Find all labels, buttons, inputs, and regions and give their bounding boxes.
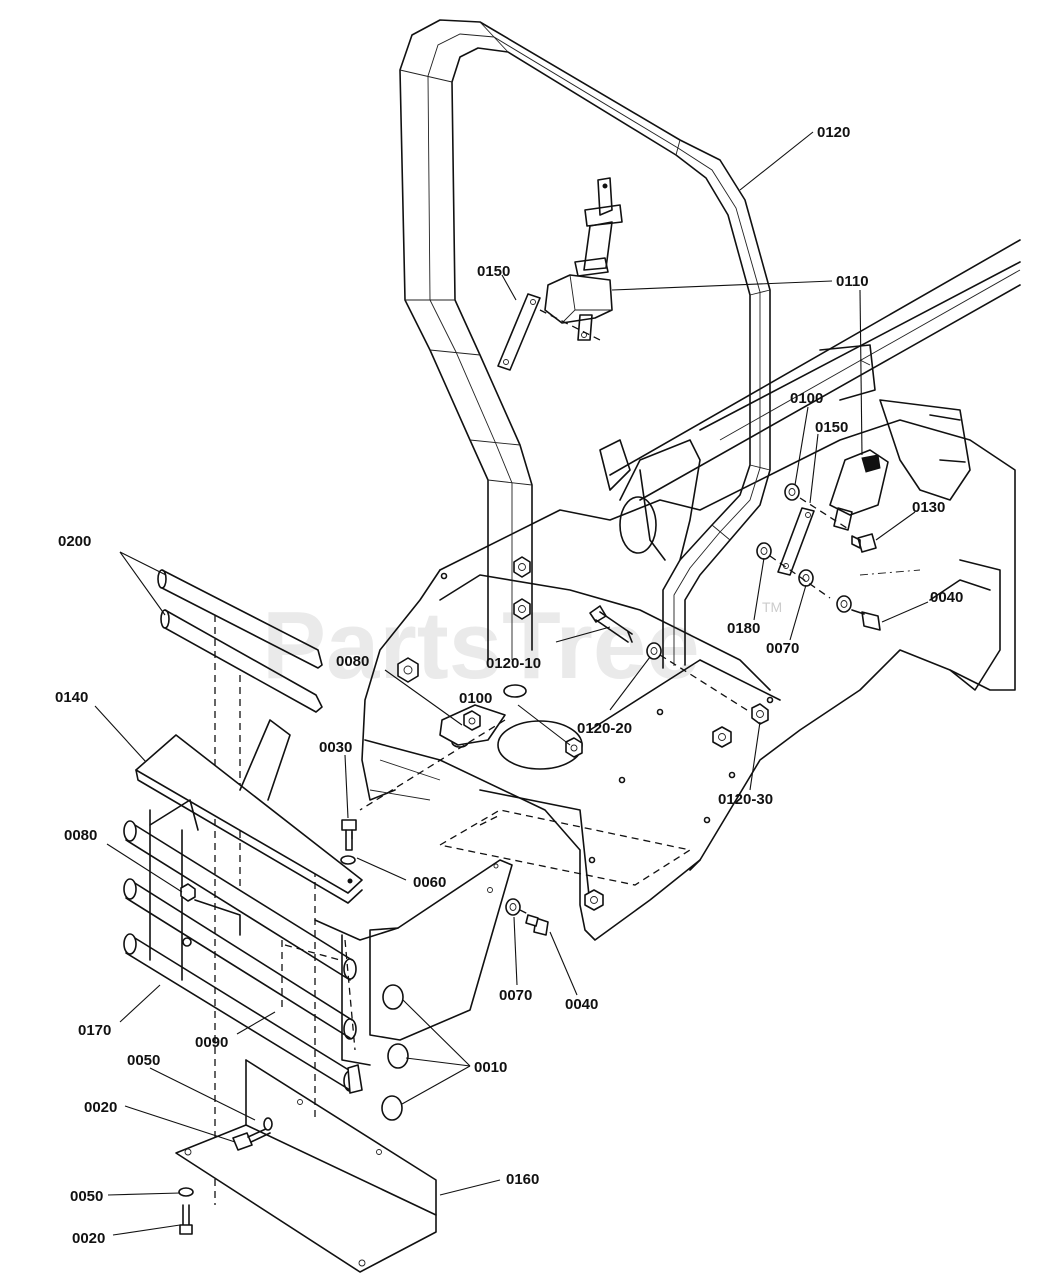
watermark-trademark: TM xyxy=(762,599,782,615)
callout-0040: 0040 xyxy=(565,996,598,1013)
callout-0180: 0180 xyxy=(727,620,760,637)
callout-0010: 0010 xyxy=(474,1059,507,1076)
callout-0100: 0100 xyxy=(459,690,492,707)
foam-grip-tubes xyxy=(157,569,323,713)
callout-0050: 0050 xyxy=(127,1052,160,1069)
callout-0060: 0060 xyxy=(413,874,446,891)
callout-0020: 0020 xyxy=(84,1099,117,1116)
callout-0170: 0170 xyxy=(78,1022,111,1039)
callout-0080: 0080 xyxy=(64,827,97,844)
bumper-bars-0170 xyxy=(123,799,357,1092)
side-plate-hardware xyxy=(505,898,549,936)
buckle-assembly xyxy=(756,449,889,631)
rollbar-mount-hardware xyxy=(589,605,769,725)
callout-0150: 0150 xyxy=(477,263,510,280)
callout-0120-30: 0120-30 xyxy=(718,791,773,808)
callout-0120-20: 0120-20 xyxy=(577,720,632,737)
callout-labels: 0120 0110 0150 0100 0150 0130 0040 0070 … xyxy=(55,124,963,1247)
bolt-0030 xyxy=(340,819,357,865)
callout-0200: 0200 xyxy=(58,533,91,550)
callout-0040: 0040 xyxy=(930,589,963,606)
frame-nut xyxy=(584,889,604,911)
callout-0080: 0080 xyxy=(336,653,369,670)
watermark-text: PartsTree xyxy=(262,592,700,699)
callout-0140: 0140 xyxy=(55,689,88,706)
upper-bracket-0080 xyxy=(439,704,583,758)
side-plate xyxy=(314,859,513,1121)
top-guard-0140 xyxy=(135,719,363,904)
leader-lines xyxy=(94,131,929,1236)
callout-0030: 0030 xyxy=(319,739,352,756)
callout-0130: 0130 xyxy=(912,499,945,516)
callout-0100: 0100 xyxy=(790,390,823,407)
callout-0070: 0070 xyxy=(499,987,532,1004)
frame-nut xyxy=(712,726,732,748)
lower-guard-0160 xyxy=(175,1059,437,1273)
callout-0120: 0120 xyxy=(817,124,850,141)
seat-belt-assembly xyxy=(497,177,623,371)
lower-hardware xyxy=(178,1117,273,1235)
callout-0050: 0050 xyxy=(70,1188,103,1205)
callout-0070: 0070 xyxy=(766,640,799,657)
roll-bar xyxy=(399,19,771,669)
callout-0020: 0020 xyxy=(72,1230,105,1247)
callout-0150: 0150 xyxy=(815,419,848,436)
mower-frame xyxy=(361,239,1021,941)
callout-0110: 0110 xyxy=(836,273,869,290)
callout-0090: 0090 xyxy=(195,1034,228,1051)
frame-nut xyxy=(397,657,419,683)
callout-0160: 0160 xyxy=(506,1171,539,1188)
callout-0120-10: 0120-10 xyxy=(486,655,541,672)
